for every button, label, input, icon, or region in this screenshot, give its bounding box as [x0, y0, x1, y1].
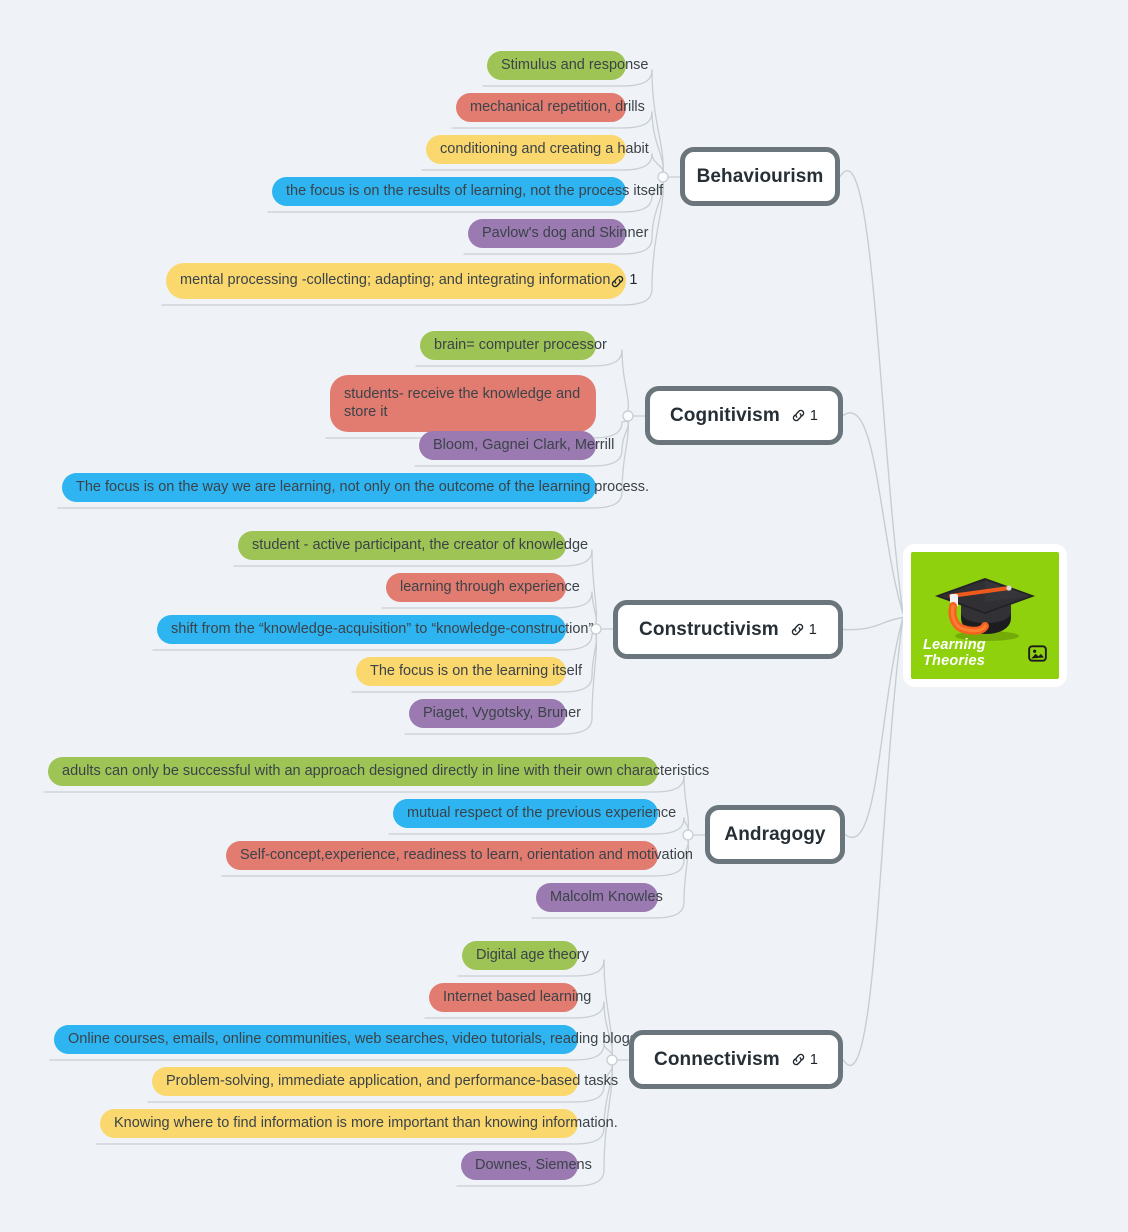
link-icon [610, 274, 625, 289]
subtopic-label: Malcolm Knowles [550, 888, 663, 905]
link-icon [790, 622, 805, 637]
subtopic-node[interactable]: The focus is on the learning itself [356, 657, 582, 686]
link-badge[interactable]: 1 [610, 272, 638, 290]
topic-label: Cognitivism [669, 404, 780, 426]
subtopic-node[interactable]: mechanical repetition, drills [456, 93, 645, 122]
topic-node-connectivism[interactable]: Connectivism 1 [629, 1030, 843, 1089]
subtopic-label: Digital age theory [476, 946, 589, 963]
subtopic-node[interactable]: Problem-solving, immediate application, … [152, 1067, 618, 1096]
subtopic-label: shift from the “knowledge-acquisition” t… [171, 620, 594, 637]
subtopic-node[interactable]: Online courses, emails, online communiti… [54, 1025, 637, 1054]
subtopic-label: Stimulus and response [501, 56, 649, 73]
subtopic-node[interactable]: conditioning and creating a habit [426, 135, 649, 164]
subtopic-node[interactable]: Internet based learning [429, 983, 591, 1012]
subtopic-node[interactable]: students- receive the knowledge and stor… [330, 375, 596, 432]
subtopic-label: adults can only be successful with an ap… [62, 762, 710, 779]
link-count: 1 [809, 407, 818, 424]
subtopic-node[interactable]: adults can only be successful with an ap… [48, 757, 709, 786]
graduation-cap-icon [911, 568, 1059, 646]
link-icon [791, 408, 806, 423]
subtopic-label: Online courses, emails, online communiti… [68, 1030, 638, 1047]
subtopic-label: conditioning and creating a habit [440, 140, 649, 157]
subtopic-node[interactable]: Bloom, Gagnei Clark, Merrill [419, 431, 614, 460]
subtopic-node[interactable]: student - active participant, the creato… [238, 531, 588, 560]
topic-node-behaviourism[interactable]: Behaviourism [680, 147, 840, 206]
subtopic-label: Internet based learning [443, 988, 592, 1005]
subtopic-label: mutual respect of the previous experienc… [407, 804, 677, 821]
topic-node-andragogy[interactable]: Andragogy [705, 805, 845, 864]
image-icon[interactable] [1028, 644, 1047, 663]
topic-label: Behaviourism [696, 165, 824, 187]
link-badge[interactable]: 1 [791, 1052, 818, 1068]
subtopic-node[interactable]: Self-concept,experience, readiness to le… [226, 841, 693, 870]
subtopic-node[interactable]: Pavlow's dog and Skinner [468, 219, 648, 248]
subtopic-node[interactable]: mutual respect of the previous experienc… [393, 799, 676, 828]
subtopic-node[interactable]: Stimulus and response [487, 51, 649, 80]
subtopic-label: students- receive the knowledge and stor… [344, 385, 581, 420]
subtopic-label: mental processing -collecting; adapting;… [180, 272, 611, 289]
link-badge[interactable]: 1 [790, 622, 817, 638]
topic-label: Andragogy [724, 823, 826, 845]
subtopic-label: Pavlow's dog and Skinner [482, 224, 649, 241]
subtopic-node[interactable]: Digital age theory [462, 941, 589, 970]
subtopic-node[interactable]: Knowing where to find information is mor… [100, 1109, 618, 1138]
topic-node-constructivism[interactable]: Constructivism 1 [613, 600, 843, 659]
subtopic-label: the focus is on the results of learning,… [286, 182, 664, 199]
subtopic-node[interactable]: Malcolm Knowles [536, 883, 663, 912]
subtopic-node[interactable]: learning through experience [386, 573, 580, 602]
link-count: 1 [809, 1051, 818, 1068]
subtopic-node[interactable]: mental processing -collecting; adapting;… [166, 263, 638, 299]
subtopic-label: The focus is on the learning itself [370, 662, 582, 679]
subtopic-label: The focus is on the way we are learning,… [76, 478, 650, 495]
subtopic-node[interactable]: shift from the “knowledge-acquisition” t… [157, 615, 593, 644]
subtopic-label: brain= computer processor [434, 336, 607, 353]
link-icon [791, 1052, 806, 1067]
subtopic-node[interactable]: The focus is on the way we are learning,… [62, 473, 649, 502]
central-node-title: Learning Theories [923, 637, 986, 669]
subtopic-node[interactable]: the focus is on the results of learning,… [272, 177, 663, 206]
topic-label: Connectivism [654, 1048, 780, 1070]
subtopic-node[interactable]: brain= computer processor [420, 331, 607, 360]
subtopic-label: Self-concept,experience, readiness to le… [240, 846, 693, 863]
subtopic-label: Bloom, Gagnei Clark, Merrill [433, 436, 615, 453]
subtopic-label: student - active participant, the creato… [252, 536, 589, 553]
link-badge[interactable]: 1 [791, 408, 818, 424]
topic-node-cognitivism[interactable]: Cognitivism 1 [645, 386, 843, 445]
subtopic-label: Downes, Siemens [475, 1156, 592, 1173]
subtopic-node[interactable]: Piaget, Vygotsky, Bruner [409, 699, 581, 728]
subtopic-label: Piaget, Vygotsky, Bruner [423, 704, 581, 721]
link-count: 1 [629, 272, 638, 289]
central-node[interactable]: Learning Theories [903, 544, 1067, 687]
subtopic-node[interactable]: Downes, Siemens [461, 1151, 592, 1180]
subtopic-label: Problem-solving, immediate application, … [166, 1072, 619, 1089]
central-node-caption: Learning Theories [923, 637, 1047, 669]
central-node-inner: Learning Theories [911, 552, 1059, 679]
subtopic-label: mechanical repetition, drills [470, 98, 645, 115]
subtopic-label: Knowing where to find information is mor… [114, 1114, 618, 1131]
link-count: 1 [808, 621, 817, 638]
subtopic-label: learning through experience [400, 578, 580, 595]
topic-label: Constructivism [639, 618, 779, 640]
